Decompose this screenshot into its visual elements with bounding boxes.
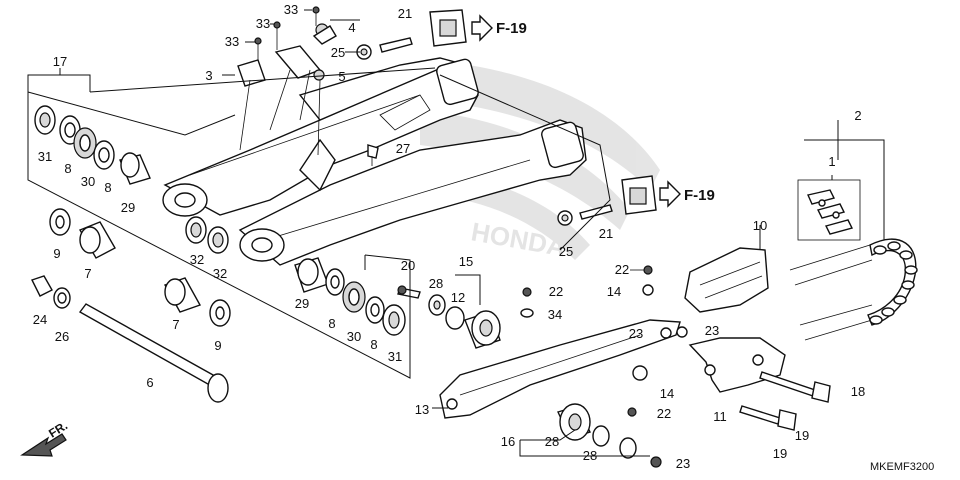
callout-7b: 7 <box>172 317 179 332</box>
reference-f19-mid: F-19 <box>684 187 715 204</box>
callout-34: 34 <box>548 307 562 322</box>
pivot-axle <box>31 275 231 403</box>
callout-23a: 23 <box>629 326 643 341</box>
callout-31a: 31 <box>38 149 52 164</box>
callout-3: 3 <box>205 68 212 83</box>
right-bearings <box>185 216 229 254</box>
callout-4: 4 <box>348 20 355 35</box>
callout-19b: 19 <box>773 446 787 461</box>
callout-28a: 28 <box>429 276 443 291</box>
callout-6: 6 <box>146 375 153 390</box>
callout-30b: 30 <box>347 329 361 344</box>
callout-17: 17 <box>53 54 67 69</box>
callout-13: 13 <box>415 402 429 417</box>
callout-8c: 8 <box>328 316 335 331</box>
callout-22b: 22 <box>549 284 563 299</box>
small-fasteners <box>520 265 688 417</box>
callout-8b: 8 <box>104 180 111 195</box>
reference-f19-top: F-19 <box>496 20 527 37</box>
leader-lines <box>27 9 885 457</box>
callout-33b: 33 <box>256 16 270 31</box>
callout-11: 11 <box>713 409 727 424</box>
callout-28b: 28 <box>545 434 559 449</box>
callout-33a: 33 <box>225 34 239 49</box>
callout-27: 27 <box>396 141 410 156</box>
chain-guide <box>684 247 786 393</box>
lower-bearing-stack <box>294 257 406 336</box>
upper-brackets <box>237 6 337 156</box>
part-callouts: 1 2 3 4 5 6 7 7 8 8 8 8 9 9 10 11 12 13 … <box>33 2 865 471</box>
callout-25a: 25 <box>331 45 345 60</box>
chain-adjusters <box>356 9 681 226</box>
callout-15: 15 <box>459 254 473 269</box>
callout-10: 10 <box>753 218 767 233</box>
callout-30a: 30 <box>81 174 95 189</box>
chain-slider <box>439 284 681 419</box>
chain-links <box>869 241 918 325</box>
drive-chain <box>789 179 918 341</box>
callout-24: 24 <box>33 312 47 327</box>
callout-2: 2 <box>854 108 861 123</box>
callout-32b: 32 <box>213 266 227 281</box>
callout-19a: 19 <box>795 428 809 443</box>
callout-12: 12 <box>451 290 465 305</box>
callout-26: 26 <box>55 329 69 344</box>
callout-28c: 28 <box>583 448 597 463</box>
callout-21b: 21 <box>599 226 613 241</box>
callout-18: 18 <box>851 384 865 399</box>
callout-9a: 9 <box>53 246 60 261</box>
left-bearing-stack <box>34 105 151 259</box>
callout-9b: 9 <box>214 338 221 353</box>
callout-14a: 14 <box>607 284 621 299</box>
callout-33c: 33 <box>284 2 298 17</box>
callout-25b: 25 <box>559 244 573 259</box>
callout-31b: 31 <box>388 349 402 364</box>
callout-21a: 21 <box>398 6 412 21</box>
chain-roller-parts <box>397 285 501 349</box>
callout-29a: 29 <box>121 200 135 215</box>
bolt-27 <box>367 144 379 166</box>
callout-32a: 32 <box>190 252 204 267</box>
front-direction-label: FR. <box>46 418 70 440</box>
diagram-code: MKEMF3200 <box>870 461 934 473</box>
callout-5: 5 <box>338 69 345 84</box>
callout-29b: 29 <box>295 296 309 311</box>
guide-bolts <box>739 371 831 431</box>
front-direction-arrow: FR. <box>20 418 70 457</box>
swingarm <box>162 57 587 266</box>
callout-16: 16 <box>501 434 515 449</box>
callout-14b: 14 <box>660 386 674 401</box>
callout-1: 1 <box>828 154 835 169</box>
callout-23c: 23 <box>676 456 690 471</box>
lower-roller <box>557 403 662 468</box>
callout-22c: 22 <box>657 406 671 421</box>
callout-7a: 7 <box>84 266 91 281</box>
callout-8a: 8 <box>64 161 71 176</box>
callout-23b: 23 <box>705 323 719 338</box>
callout-8d: 8 <box>370 337 377 352</box>
callout-22a: 22 <box>615 262 629 277</box>
callout-20: 20 <box>401 258 415 273</box>
